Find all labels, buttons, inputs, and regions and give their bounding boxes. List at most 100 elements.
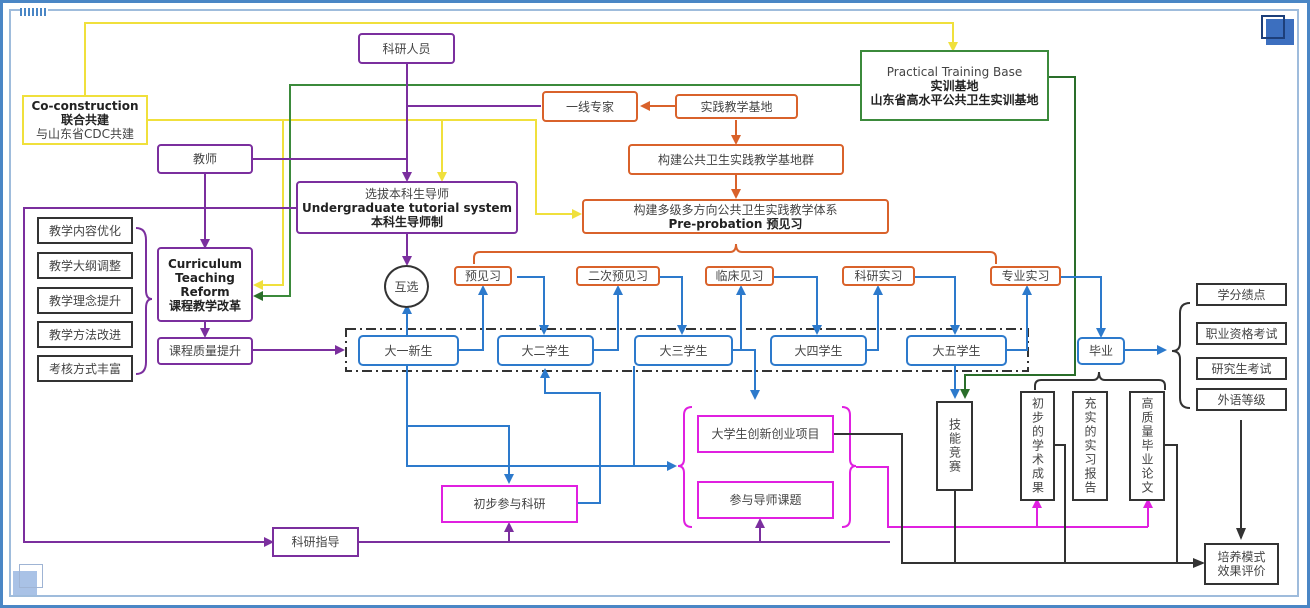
- student-year-2[interactable]: 大二学生: [497, 335, 594, 366]
- practice-base-label: 实践教学基地: [700, 99, 773, 114]
- quality-box[interactable]: 课程质量提升: [157, 337, 253, 365]
- frame-tick-marks: [20, 8, 48, 16]
- internship-label: 科研实习: [854, 269, 903, 283]
- internship-label: 二次预见习: [587, 269, 648, 283]
- tutorial-system-box[interactable]: 选拔本科生导师 Undergraduate tutorial system 本科…: [296, 181, 518, 234]
- student-label: 大一新生: [384, 343, 433, 358]
- green-connectors: [253, 76, 1076, 399]
- grad-outcome-1[interactable]: 职业资格考试: [1196, 322, 1287, 345]
- researchers-label: 科研人员: [382, 41, 431, 56]
- tutor-project-box[interactable]: 参与导师课题: [697, 481, 834, 519]
- reform-item-4[interactable]: 考核方式丰富: [37, 355, 133, 382]
- internship-label: 专业实习: [1001, 269, 1050, 283]
- evaluation-line2: 效果评价: [1217, 564, 1266, 578]
- orange-connectors: [473, 101, 997, 264]
- reform-item-0[interactable]: 教学内容优化: [37, 217, 133, 244]
- curriculum-reform-box[interactable]: Curriculum Teaching Reform 课程教学改革: [157, 247, 253, 322]
- coconstruction-en: Co-construction: [31, 99, 139, 113]
- research-guidance-label: 科研指导: [291, 535, 340, 549]
- experts-box[interactable]: 一线专家: [542, 91, 638, 122]
- achievement-0[interactable]: 初步的学术成果: [1020, 391, 1055, 501]
- base-cluster-box[interactable]: 构建公共卫生实践教学基地群: [628, 144, 844, 175]
- achievement-1[interactable]: 充实的实习报告: [1072, 391, 1108, 501]
- student-year-3[interactable]: 大三学生: [634, 335, 733, 366]
- grad-outcome-label: 学分绩点: [1217, 287, 1266, 302]
- quality-label: 课程质量提升: [168, 344, 241, 358]
- internship-2[interactable]: 临床见习: [705, 266, 774, 286]
- reform-item-label: 考核方式丰富: [48, 361, 121, 376]
- grad-outcome-3[interactable]: 外语等级: [1196, 388, 1287, 411]
- base-cluster-label: 构建公共卫生实践教学基地群: [657, 152, 814, 167]
- teachers-label: 教师: [192, 152, 217, 166]
- reform-item-1[interactable]: 教学大纲调整: [37, 252, 133, 279]
- black-connectors: [833, 302, 1246, 568]
- student-year-4[interactable]: 大四学生: [770, 335, 867, 366]
- graduation-box[interactable]: 毕业: [1077, 337, 1125, 365]
- skills-competition-label: 技能竞赛: [947, 418, 962, 474]
- achievement-label: 高质量毕业论文: [1140, 397, 1154, 495]
- practice-system-cn: 构建多级多方向公共卫生实践教学体系: [633, 202, 838, 217]
- student-label: 大三学生: [659, 343, 708, 358]
- corner-square-bottom-outline-icon: [19, 564, 43, 588]
- curriculum-en1: Curriculum: [167, 256, 243, 271]
- student-label: 大五学生: [932, 343, 981, 358]
- purple-connectors: [23, 64, 890, 547]
- coconstruction-sub: 与山东省CDC共建: [36, 127, 134, 141]
- tutor-project-label: 参与导师课题: [729, 493, 802, 507]
- tutorial-cn: 选拔本科生导师: [364, 186, 449, 201]
- mutual-selection-node[interactable]: 互选: [384, 265, 429, 308]
- research-guidance-box[interactable]: 科研指导: [272, 527, 359, 557]
- graduation-label: 毕业: [1088, 344, 1113, 358]
- evaluation-line1: 培养模式: [1217, 550, 1266, 564]
- early-research-box[interactable]: 初步参与科研: [441, 485, 578, 523]
- corner-square-bottom-icon: [13, 571, 37, 595]
- student-year-1[interactable]: 大一新生: [358, 335, 459, 366]
- achievement-label: 充实的实习报告: [1083, 397, 1097, 495]
- reform-item-label: 教学方法改进: [48, 327, 121, 342]
- reform-item-label: 教学理念提升: [48, 293, 121, 308]
- reform-item-label: 教学内容优化: [48, 223, 121, 238]
- tutorial-cn2: 本科生导师制: [370, 214, 443, 229]
- researchers-box[interactable]: 科研人员: [358, 33, 455, 64]
- yellow-connectors: [84, 22, 958, 290]
- internship-1[interactable]: 二次预见习: [576, 266, 660, 286]
- grad-outcome-0[interactable]: 学分绩点: [1196, 283, 1287, 306]
- reform-item-3[interactable]: 教学方法改进: [37, 321, 133, 348]
- achievement-2[interactable]: 高质量毕业论文: [1129, 391, 1165, 501]
- training-base-box[interactable]: Practical Training Base 实训基地 山东省高水平公共卫生实…: [860, 50, 1049, 121]
- student-year-5[interactable]: 大五学生: [906, 335, 1007, 366]
- mutual-selection-label: 互选: [394, 279, 419, 294]
- evaluation-box[interactable]: 培养模式 效果评价: [1204, 543, 1279, 585]
- innovation-label: 大学生创新创业项目: [711, 427, 820, 441]
- coconstruction-cn: 联合共建: [60, 113, 109, 127]
- coconstruction-box[interactable]: Co-construction 联合共建 与山东省CDC共建: [22, 95, 148, 145]
- internship-3[interactable]: 科研实习: [842, 266, 915, 286]
- internship-label: 临床见习: [715, 269, 764, 283]
- curriculum-en3: Reform: [180, 284, 230, 299]
- tutorial-en: Undergraduate tutorial system: [302, 200, 512, 215]
- reform-item-label: 教学大纲调整: [48, 258, 121, 273]
- reform-item-2[interactable]: 教学理念提升: [37, 287, 133, 314]
- grad-outcome-label: 外语等级: [1217, 392, 1266, 407]
- teachers-box[interactable]: 教师: [157, 144, 253, 174]
- internship-0[interactable]: 预见习: [454, 266, 512, 286]
- grad-outcome-2[interactable]: 研究生考试: [1196, 357, 1287, 380]
- practice-system-en: Pre-probation 预见习: [668, 216, 803, 231]
- corner-square-icon: [1266, 19, 1294, 45]
- student-label: 大四学生: [794, 343, 843, 358]
- innovation-project-box[interactable]: 大学生创新创业项目: [697, 415, 834, 453]
- internship-label: 预见习: [464, 269, 501, 283]
- experts-label: 一线专家: [565, 99, 614, 114]
- skills-competition-box[interactable]: 技能竞赛: [936, 401, 973, 491]
- achievement-label: 初步的学术成果: [1030, 397, 1045, 495]
- practice-base-box[interactable]: 实践教学基地: [675, 94, 798, 119]
- internship-4[interactable]: 专业实习: [990, 266, 1061, 286]
- student-label: 大二学生: [521, 343, 570, 358]
- magenta-connectors: [677, 406, 1153, 528]
- curriculum-en2: Teaching: [175, 270, 235, 285]
- training-base-en: Practical Training Base: [886, 64, 1023, 79]
- grad-outcome-label: 研究生考试: [1211, 361, 1272, 376]
- practice-system-box[interactable]: 构建多级多方向公共卫生实践教学体系 Pre-probation 预见习: [582, 199, 889, 234]
- corner-square-outline-icon: [1261, 15, 1285, 39]
